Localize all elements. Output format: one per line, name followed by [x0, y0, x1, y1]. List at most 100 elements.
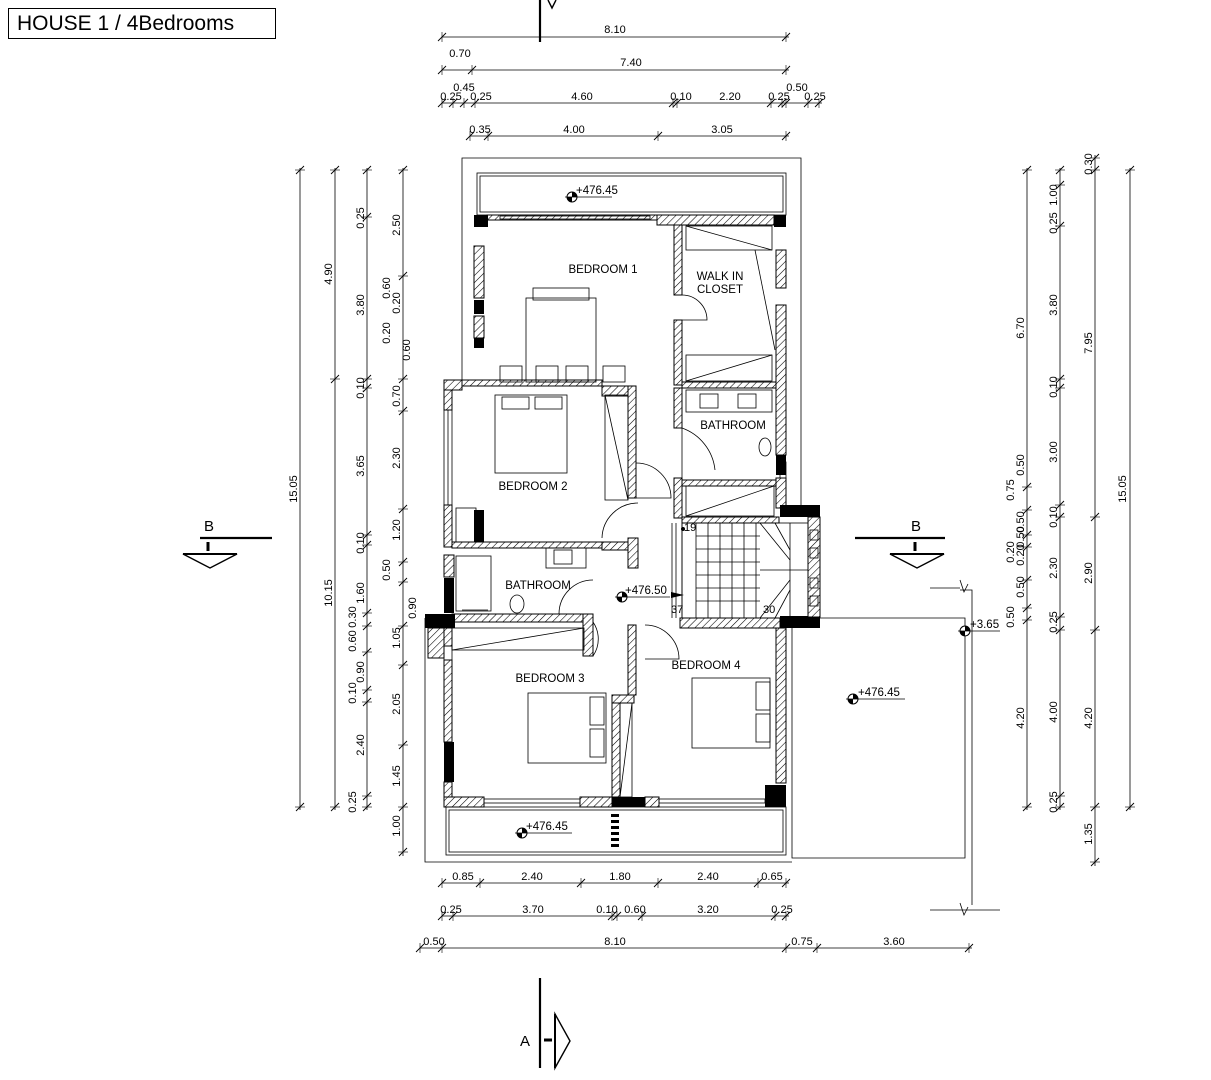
room-walkin-line2: CLOSET [697, 284, 743, 296]
walls [425, 214, 821, 808]
dim-bot-r2e: 3.20 [697, 904, 718, 916]
dim-top-r4g: 0.25 [804, 91, 825, 103]
dim-right-c2h: 0.25 [1048, 611, 1060, 632]
level-top-text: +476.45 [576, 185, 618, 197]
dim-top-r5c: 3.05 [711, 124, 732, 136]
staircase: 19 37 30 [671, 522, 819, 619]
dim-right-c2f: 0.10 [1048, 506, 1060, 527]
level-markers: +476.45 +476.50 +476.45 +476.45 +3.65 [515, 185, 1000, 839]
level-marker-terrace: +476.45 [846, 687, 905, 705]
dim-left-c2a: 4.90 [323, 263, 335, 284]
dim-left-c5a: 2.50 [391, 214, 403, 235]
dim-left-c4e: 0.70 [391, 385, 403, 406]
dim-left-c3j: 0.10 [347, 682, 359, 703]
dim-right-c4b: 0.50 [1015, 526, 1027, 547]
top-dimensions: 8.10 0.70 7.40 0.45 0.50 0.25 0.25 4.60 … [437, 24, 826, 142]
dim-right-c1a: 6.70 [1015, 317, 1027, 338]
dim-top-r5a: 0.35 [469, 124, 490, 136]
dim-right-c1f: 0.50 [1015, 576, 1027, 597]
room-bedroom-4: BEDROOM 4 [671, 660, 741, 672]
dim-left-c3e: 0.10 [355, 532, 367, 553]
dim-bot-r3a: 0.50 [423, 936, 444, 948]
left-dimensions: 15.05 4.90 10.15 0.25 3.80 0.10 3.65 0.1… [288, 165, 419, 857]
dim-left-c3f: 1.60 [355, 582, 367, 603]
dim-top-r4f: 0.25 [768, 91, 789, 103]
dim-bot-r1a: 0.85 [452, 871, 473, 883]
section-marker-a-top [538, 0, 557, 42]
dim-top-r2a: 0.70 [449, 48, 470, 60]
dim-bot-r2d: 0.60 [624, 904, 645, 916]
bottom-dimensions: 0.85 2.40 1.80 2.40 0.65 0.25 3.70 0.10 … [415, 871, 974, 954]
dim-right-c1e: 0.20 [1015, 544, 1027, 565]
dim-right-c2b: 1.00 [1048, 184, 1060, 205]
room-bathroom-1: BATHROOM [700, 420, 766, 432]
dim-left-c3g: 0.30 [347, 606, 359, 627]
dim-top-r4e: 2.20 [719, 91, 740, 103]
windows [443, 215, 787, 804]
level-marker-top: +476.45 [565, 185, 618, 203]
stair-start-dot [681, 527, 685, 531]
dim-right-c1d: 0.20 [1005, 541, 1017, 562]
room-bathroom-2: BATHROOM [505, 580, 571, 592]
stair-left-number: 37 [671, 604, 683, 616]
level-marker-bottom: +476.45 [515, 821, 572, 839]
room-walkin-line1: WALK IN [697, 271, 744, 283]
dim-left-c5g: 2.05 [391, 693, 403, 714]
dim-right-c2g: 2.30 [1048, 557, 1060, 578]
dim-top-r4c: 4.60 [571, 91, 592, 103]
doors [558, 294, 716, 660]
level-marker-hall: +476.50 [615, 585, 670, 603]
room-bedroom-1: BEDROOM 1 [568, 264, 637, 276]
dim-left-c5h: 1.45 [391, 765, 403, 786]
dim-left-c3b: 3.80 [355, 294, 367, 315]
dim-top-r4a: 0.25 [440, 91, 461, 103]
dim-right-c1h: 4.20 [1015, 707, 1027, 728]
dim-left-c5e: 0.90 [407, 597, 419, 618]
dim-right-total: 15.05 [1117, 475, 1129, 503]
dim-top-r3b: 0.50 [786, 82, 807, 94]
dim-top-r5b: 4.00 [563, 124, 584, 136]
dim-bot-r3b: 8.10 [604, 936, 625, 948]
room-labels: BEDROOM 1 WALK IN CLOSET BATHROOM BEDROO… [498, 264, 765, 685]
stair-top-number: 19 [684, 522, 696, 534]
level-terrace-text: +476.45 [858, 687, 900, 699]
dim-right-c2c: 3.80 [1048, 294, 1060, 315]
level-ground-text: +3.65 [970, 619, 999, 631]
section-b-left-label: B [204, 518, 214, 535]
section-a-label: A [520, 1033, 530, 1050]
dim-left-c5c: 1.20 [391, 519, 403, 540]
dim-left-c5f: 1.05 [391, 627, 403, 648]
section-marker-b-right: B [855, 518, 945, 569]
dim-right-c3a: 0.30 [1083, 153, 1095, 174]
furniture [451, 225, 776, 798]
room-bedroom-2: BEDROOM 2 [498, 481, 567, 493]
right-dimensions: 6.70 0.50 0.75 0.20 0.20 0.50 0.50 4.20 … [1005, 153, 1136, 867]
dim-right-c3e: 1.35 [1083, 823, 1095, 844]
dim-top-total: 8.10 [604, 24, 625, 36]
dim-bot-r2f: 0.25 [771, 904, 792, 916]
dim-left-c2b: 10.15 [323, 579, 335, 607]
dim-right-c2d: 0.10 [1048, 376, 1060, 397]
dim-bot-r1c: 1.80 [609, 871, 630, 883]
dim-right-c1c: 0.75 [1005, 479, 1017, 500]
dim-left-total: 15.05 [288, 475, 300, 503]
dim-right-c2i: 4.00 [1048, 701, 1060, 722]
dim-right-c2a: 0.25 [1048, 212, 1060, 233]
dim-top-r3a: 0.45 [453, 82, 474, 94]
dim-top-r4d: 0.10 [670, 91, 691, 103]
dim-top-r4b: 0.25 [470, 91, 491, 103]
dim-bot-r2a: 0.25 [440, 904, 461, 916]
dim-left-c3k: 2.40 [355, 734, 367, 755]
section-marker-b-left: B [182, 518, 272, 569]
section-b-right-label: B [911, 518, 921, 535]
dim-left-c3h: 0.60 [347, 630, 359, 651]
section-marker-a-bottom: A [520, 978, 571, 1071]
dim-bot-r1b: 2.40 [521, 871, 542, 883]
level-bottom-text: +476.45 [526, 821, 568, 833]
dim-right-c4a: 0.50 [1015, 511, 1027, 532]
dim-left-c5i: 1.00 [391, 815, 403, 836]
dim-bot-r1e: 0.65 [761, 871, 782, 883]
drain-mark [611, 814, 619, 847]
stair-arrow [671, 592, 684, 598]
